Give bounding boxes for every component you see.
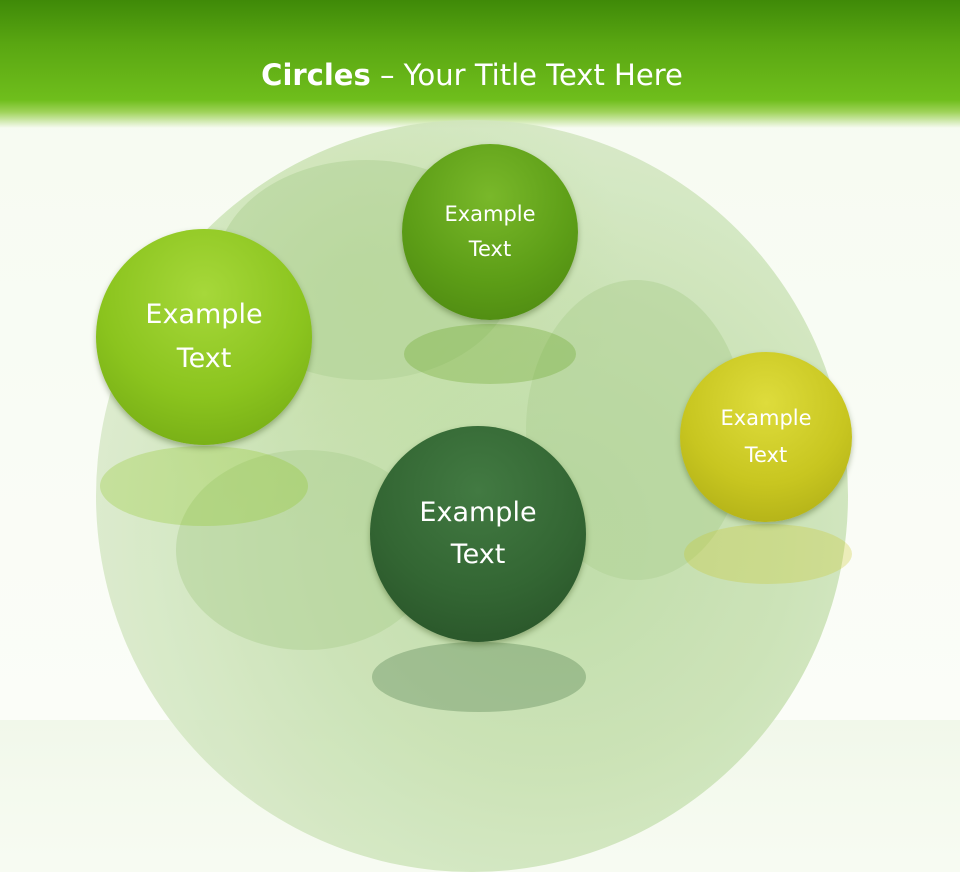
slide-title[interactable]: Circles – Your Title Text Here [0,55,944,95]
title-bold: Circles [261,58,371,92]
circle-label: Example Text [419,497,537,570]
circle-right[interactable]: Example Text [680,352,852,522]
circle-reflection [404,324,576,384]
circle-label: Example Text [720,406,812,467]
title-bar [0,0,960,128]
circle-label: Example Text [145,299,263,374]
title-rest: – Your Title Text Here [370,58,683,92]
circle-reflection [372,642,586,712]
circle-large-left[interactable]: Example Text [96,229,312,445]
circle-reflection [684,524,852,584]
circle-top-center[interactable]: Example Text [402,144,578,320]
circle-label: Example Text [444,202,536,261]
circle-reflection [100,446,308,526]
circle-bottom-center[interactable]: Example Text [370,426,586,642]
